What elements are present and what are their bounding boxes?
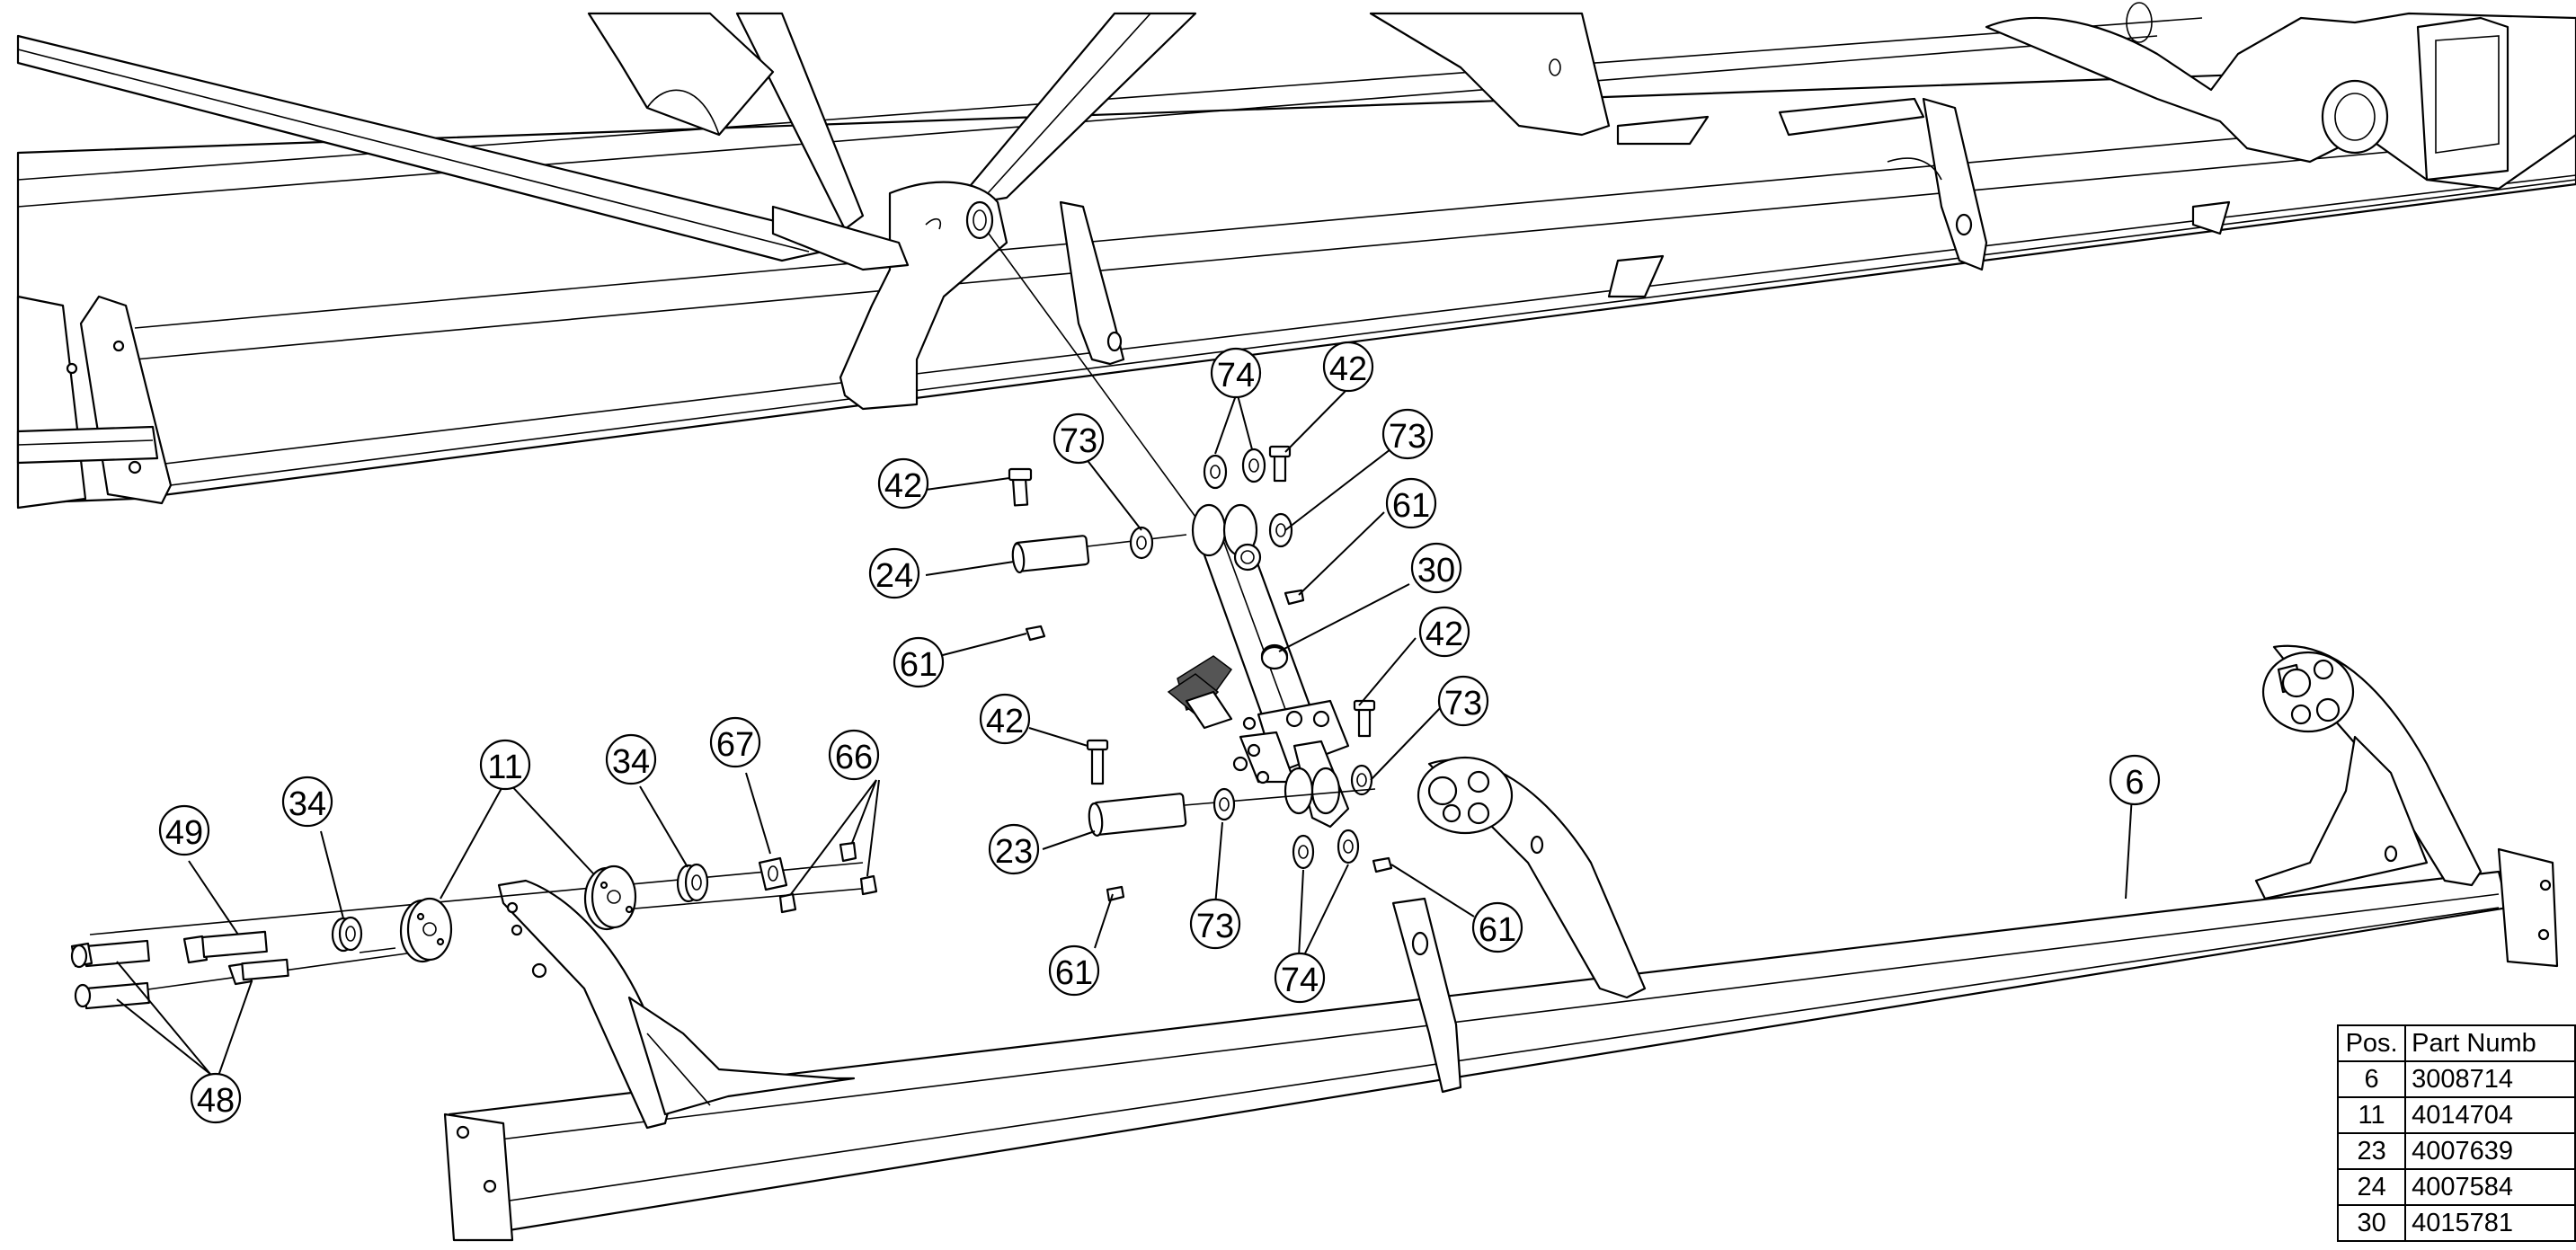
callout-67: 67	[709, 716, 761, 768]
bolt-48-a	[70, 939, 150, 969]
callout-label: 48	[197, 1082, 235, 1120]
nut-61-d	[1372, 856, 1393, 873]
bushing-34-left	[331, 916, 363, 953]
bolt-42-c	[1353, 699, 1376, 738]
callout-label: 61	[1055, 954, 1093, 992]
callout-42-mid-right: 42	[1418, 606, 1470, 658]
callout-42-top: 42	[1322, 341, 1374, 393]
callout-11: 11	[479, 739, 531, 791]
callout-73-bottom: 73	[1189, 898, 1241, 950]
washers-74-bottom	[1292, 829, 1360, 870]
callout-66: 66	[828, 729, 880, 781]
flange-11-right	[583, 864, 637, 931]
callout-label: 61	[900, 646, 937, 684]
washer-73-a	[1129, 526, 1154, 560]
callout-42-mid-left: 42	[979, 693, 1031, 745]
callout-label: 73	[1060, 422, 1097, 460]
callout-label: 42	[884, 467, 922, 505]
callout-74-bottom: 74	[1274, 952, 1326, 1004]
callout-label: 42	[1426, 616, 1463, 653]
callout-label: 23	[995, 833, 1033, 871]
callout-61-left: 61	[893, 636, 945, 688]
leader-lines	[116, 387, 2134, 1079]
callout-61-bottom-left: 61	[1048, 944, 1100, 997]
callout-label: 49	[165, 814, 203, 852]
nut-61-b	[1025, 625, 1046, 642]
callout-label: 30	[1417, 552, 1455, 590]
callout-34-left: 34	[281, 776, 333, 828]
washer-73-b	[1268, 512, 1293, 548]
flange-11-left	[399, 897, 453, 963]
callout-label: 67	[716, 726, 754, 764]
callout-6: 6	[2109, 754, 2161, 806]
callout-label: 73	[1389, 418, 1426, 456]
callout-label: 61	[1479, 911, 1516, 949]
axle-stack	[70, 841, 878, 1010]
washers-74-top	[1203, 448, 1266, 490]
bolt-42-b	[1268, 445, 1292, 483]
callout-label: 66	[835, 739, 873, 776]
callout-label: 61	[1392, 487, 1430, 525]
callout-73-top-right: 73	[1381, 408, 1434, 460]
washer-73-d	[1212, 787, 1236, 821]
callout-61-bottom-right: 61	[1471, 901, 1523, 953]
bolt-48-b	[74, 981, 150, 1010]
callout-label: 42	[1329, 350, 1367, 388]
callout-42-left: 42	[877, 457, 929, 510]
callout-74-top: 74	[1210, 347, 1262, 399]
callout-label: 74	[1281, 962, 1319, 999]
bolt-42-a	[1008, 467, 1033, 507]
pin-24	[1011, 534, 1187, 574]
callout-34-right: 34	[605, 733, 657, 785]
callout-73-mid-right: 73	[1437, 675, 1489, 727]
nut-49	[182, 930, 289, 986]
callout-48: 48	[190, 1072, 242, 1124]
callout-73-top-left: 73	[1053, 412, 1105, 465]
callout-label: 24	[875, 557, 913, 595]
bolt-boss-right	[2261, 651, 2355, 733]
callout-label: 74	[1217, 357, 1255, 395]
callout-61-top: 61	[1385, 477, 1437, 529]
callout-label: 34	[612, 743, 650, 781]
fitting-30	[1260, 645, 1289, 670]
callout-label: 73	[1196, 908, 1234, 945]
callout-30: 30	[1410, 542, 1462, 594]
nut-67	[758, 856, 788, 891]
bolt-boss-middle	[1417, 756, 1514, 835]
lower-frame-bar	[443, 644, 2559, 1242]
callout-label: 11	[487, 749, 522, 786]
callout-24: 24	[868, 547, 920, 599]
nut-61-c	[1106, 885, 1125, 902]
callout-label: 34	[289, 785, 326, 823]
pin-23	[1088, 788, 1376, 838]
callout-49: 49	[158, 804, 210, 856]
callout-label: 73	[1444, 685, 1482, 723]
bushing-34-right	[676, 863, 709, 903]
bolt-42-d	[1086, 739, 1109, 785]
callout-label: 42	[986, 703, 1024, 740]
nuts-66	[778, 841, 878, 914]
upper-frame	[16, 2, 2576, 510]
callout-23: 23	[988, 823, 1040, 875]
callout-label: 6	[2125, 764, 2144, 802]
